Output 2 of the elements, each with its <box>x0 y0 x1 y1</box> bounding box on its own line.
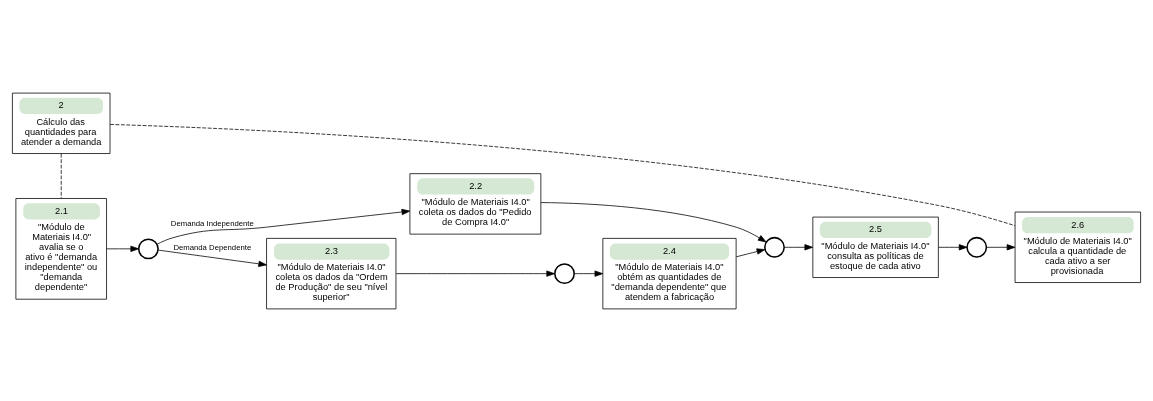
edge-label: Demanda Dependente <box>173 242 252 252</box>
edge-label: Demanda Independente <box>170 218 254 228</box>
